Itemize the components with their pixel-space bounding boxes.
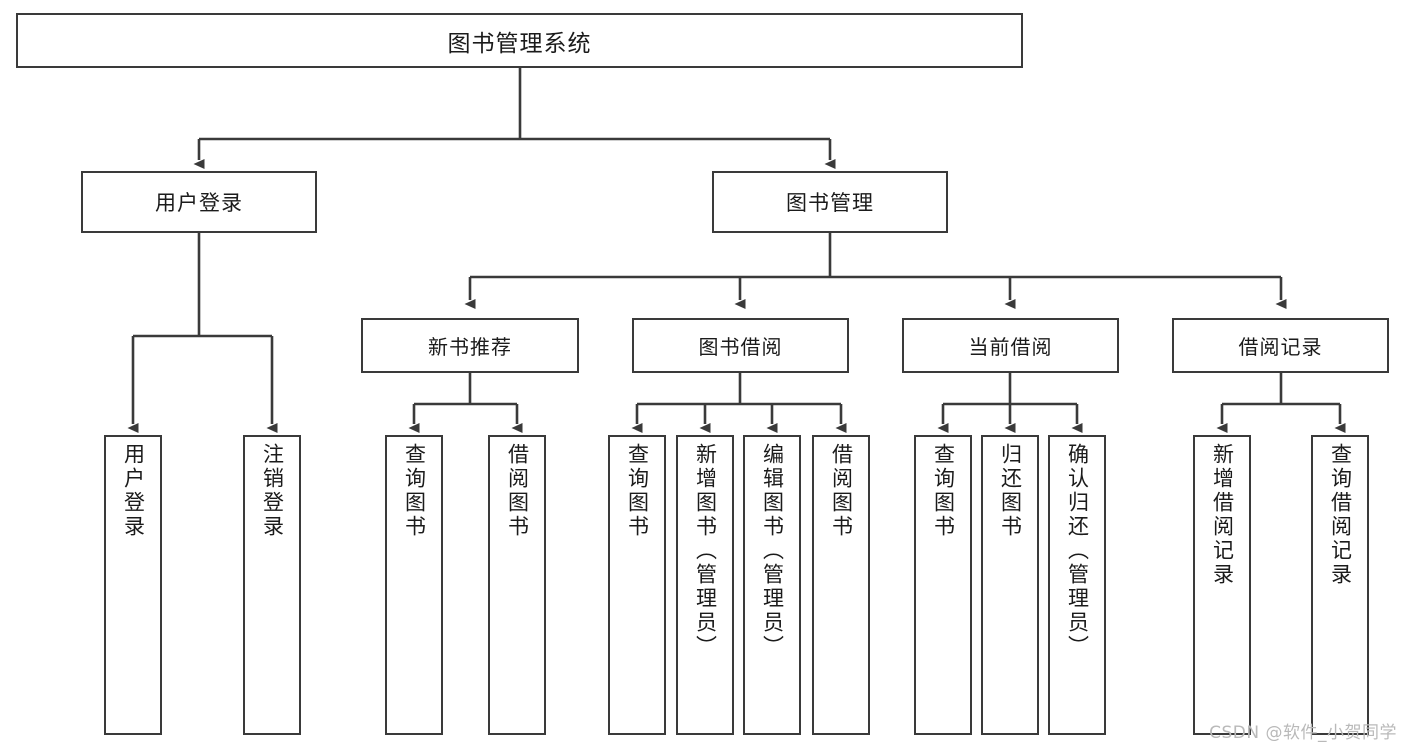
node-root-system[interactable]: 图书管理系统 bbox=[16, 13, 1023, 68]
node-borrow-record[interactable]: 借阅记录 bbox=[1172, 318, 1389, 373]
node-label: 查询图书 bbox=[402, 443, 427, 539]
leaf-query-book-borrow[interactable]: 查询图书 bbox=[608, 435, 666, 735]
leaf-add-borrow-record[interactable]: 新增借阅记录 bbox=[1193, 435, 1251, 735]
node-label: 新增图书（管理员） bbox=[693, 443, 718, 659]
node-label: 查询图书 bbox=[625, 443, 650, 539]
leaf-query-book-recommend[interactable]: 查询图书 bbox=[385, 435, 443, 735]
node-book-borrow[interactable]: 图书借阅 bbox=[632, 318, 849, 373]
node-label: 图书管理 bbox=[786, 191, 874, 215]
node-current-borrow[interactable]: 当前借阅 bbox=[902, 318, 1119, 373]
node-label: 注销登录 bbox=[260, 443, 285, 539]
leaf-query-book-current[interactable]: 查询图书 bbox=[914, 435, 972, 735]
node-label: 借阅图书 bbox=[505, 443, 530, 539]
node-book-management[interactable]: 图书管理 bbox=[712, 171, 948, 233]
node-label: 归还图书 bbox=[998, 443, 1023, 539]
leaf-edit-book-admin[interactable]: 编辑图书（管理员） bbox=[743, 435, 801, 735]
leaf-user-login[interactable]: 用户登录 bbox=[104, 435, 162, 735]
leaf-confirm-return-admin[interactable]: 确认归还（管理员） bbox=[1048, 435, 1106, 735]
leaf-borrow-book-recommend[interactable]: 借阅图书 bbox=[488, 435, 546, 735]
node-label: 确认归还（管理员） bbox=[1065, 443, 1090, 659]
node-label: 编辑图书（管理员） bbox=[760, 443, 785, 659]
node-label: 新增借阅记录 bbox=[1210, 443, 1235, 587]
node-label: 借阅记录 bbox=[1238, 335, 1323, 359]
node-label: 用户登录 bbox=[121, 443, 146, 539]
node-user-login[interactable]: 用户登录 bbox=[81, 171, 317, 233]
node-label: 借阅图书 bbox=[829, 443, 854, 539]
node-label: 用户登录 bbox=[155, 191, 243, 215]
leaf-add-book-admin[interactable]: 新增图书（管理员） bbox=[676, 435, 734, 735]
leaf-logout-login[interactable]: 注销登录 bbox=[243, 435, 301, 735]
node-new-book-recommend[interactable]: 新书推荐 bbox=[361, 318, 579, 373]
leaf-query-borrow-record[interactable]: 查询借阅记录 bbox=[1311, 435, 1369, 735]
node-label: 查询图书 bbox=[931, 443, 956, 539]
node-label: 新书推荐 bbox=[428, 335, 512, 359]
node-label: 图书管理系统 bbox=[447, 30, 592, 57]
node-label: 查询借阅记录 bbox=[1328, 443, 1353, 587]
node-label: 当前借阅 bbox=[968, 335, 1053, 359]
node-label: 图书借阅 bbox=[698, 335, 783, 359]
watermark: CSDN @软件_小贺同学 bbox=[1209, 723, 1397, 743]
leaf-borrow-book[interactable]: 借阅图书 bbox=[812, 435, 870, 735]
leaf-return-book[interactable]: 归还图书 bbox=[981, 435, 1039, 735]
